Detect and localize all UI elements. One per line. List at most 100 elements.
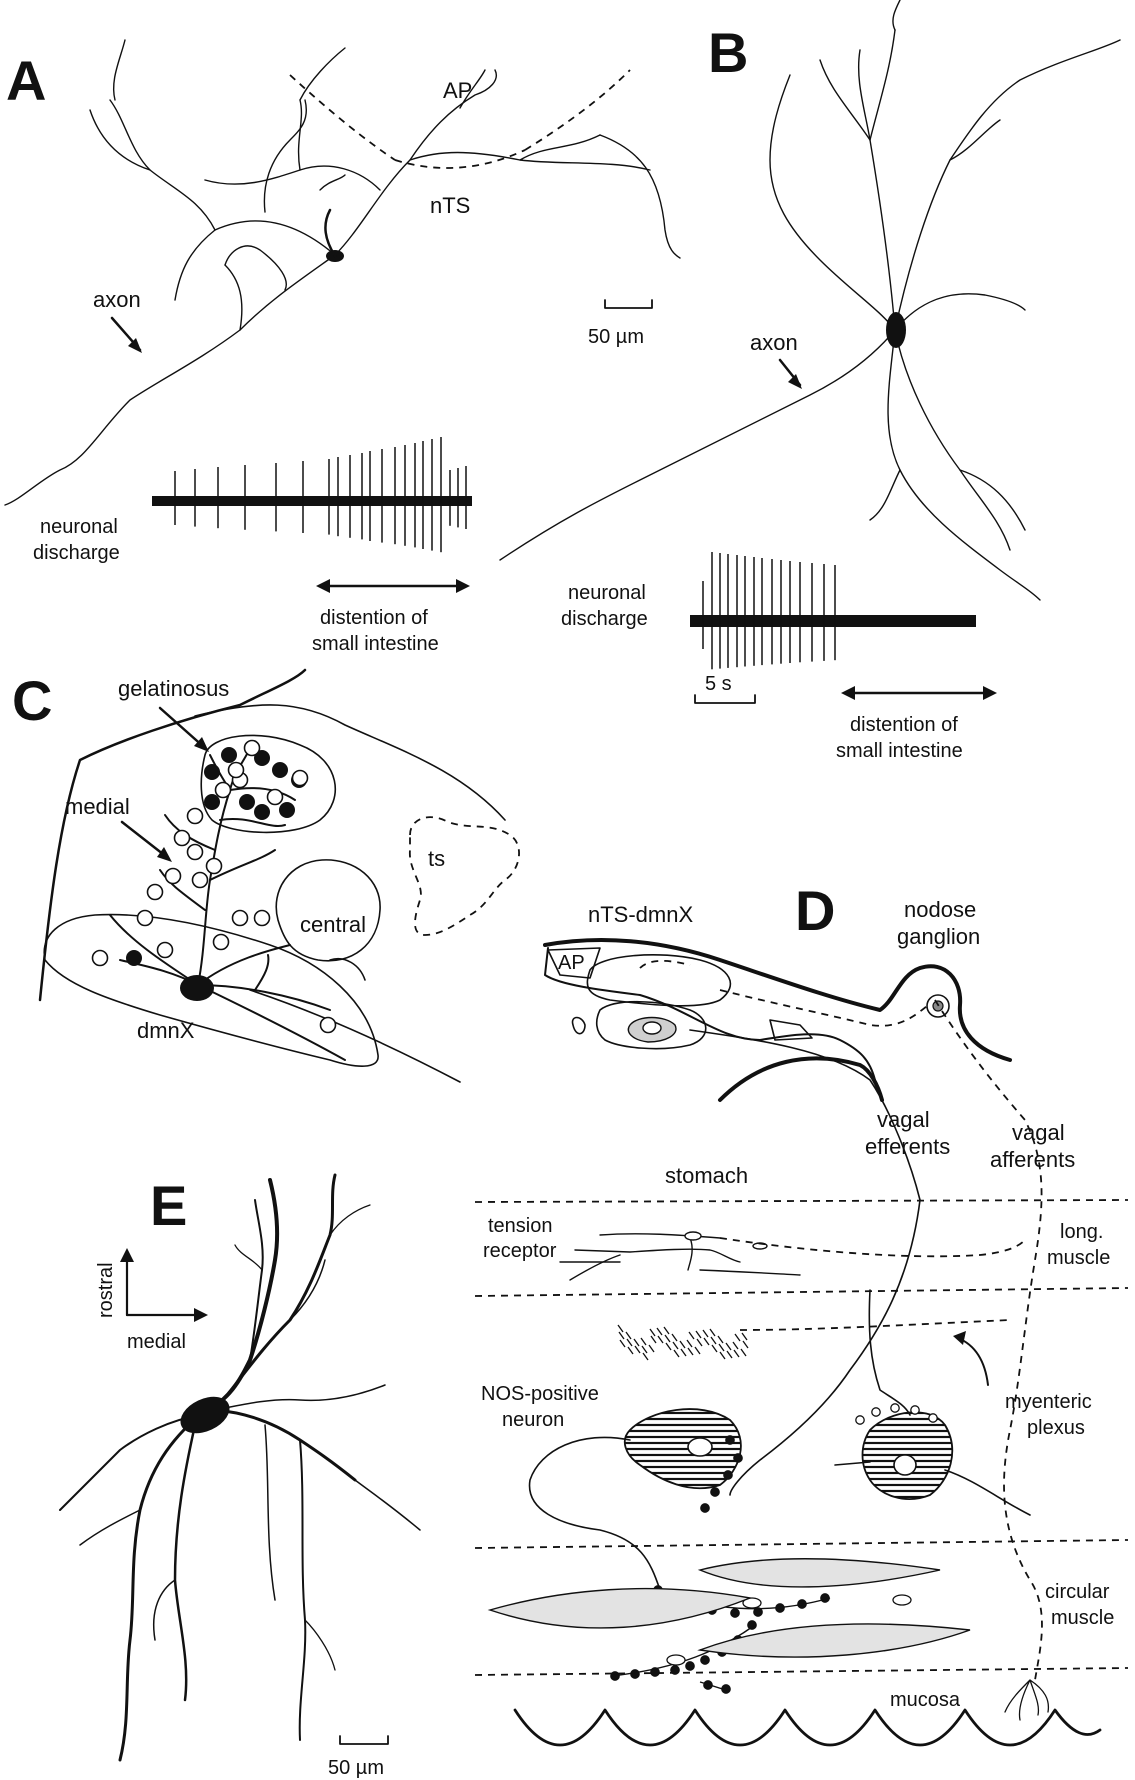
neuron-b-soma (886, 312, 906, 348)
varicosity (911, 1406, 919, 1414)
distention-arrowhead-a-right (456, 579, 470, 593)
stipple-mark (649, 1345, 654, 1352)
mucosal-afferent-ending (1005, 1680, 1048, 1720)
unlabeled-terminal (233, 911, 248, 926)
ap-boundary-right (525, 70, 630, 150)
long-muscle-label-1: long. (1060, 1221, 1103, 1243)
labeled-terminal (254, 804, 270, 820)
varicosity (671, 1666, 679, 1674)
stipple-mark (687, 1340, 692, 1347)
stipple-mark (643, 1353, 648, 1360)
unlabeled-terminal (188, 809, 203, 824)
stipple-mark (712, 1345, 717, 1352)
stomach-label: stomach (665, 1163, 748, 1188)
stipple-mark (742, 1333, 747, 1340)
stipple-mark (680, 1341, 685, 1348)
unlabeled-terminal (158, 943, 173, 958)
distention-label-b-2: small intestine (836, 740, 963, 762)
stipple-mark (665, 1335, 670, 1342)
varicosity (929, 1414, 937, 1422)
stipple-mark (688, 1348, 693, 1355)
medial-label-c: medial (65, 794, 130, 819)
stipple-mark (743, 1341, 748, 1348)
stipple-mark (650, 1329, 655, 1336)
unlabeled-terminal (93, 951, 108, 966)
stipple-mark (726, 1343, 731, 1350)
unlabeled-terminal (229, 763, 244, 778)
stipple-mark (628, 1347, 633, 1354)
ap-label: AP (443, 78, 472, 103)
time-scale-bar-b (695, 695, 755, 703)
varicosity (686, 1662, 694, 1670)
tension-receptor-label-2: receptor (483, 1240, 557, 1262)
unlabeled-terminal (193, 873, 208, 888)
panel-b: B axon neuronal discharge 5 s (500, 0, 1120, 762)
vagal-afferents-label-1: vagal (1012, 1120, 1065, 1145)
panel-c: C gelatinosus medial (12, 669, 519, 1082)
tension-receptor-ending-1 (685, 1232, 701, 1240)
nodose-label-2: ganglion (897, 924, 980, 949)
vagal-afferent-fiber (935, 1000, 1042, 1680)
circular-muscle-label-1: circular (1045, 1581, 1110, 1603)
varicosity (891, 1404, 899, 1412)
unlabeled-terminal (216, 783, 231, 798)
stipple-mark (741, 1349, 746, 1356)
layer-line-4 (475, 1668, 1128, 1675)
tension-receptor-endings (560, 1234, 800, 1280)
labeled-terminal (279, 802, 295, 818)
vagal-afferents-label-2: afferents (990, 1147, 1075, 1172)
labeled-terminal (272, 762, 288, 778)
stipple-mark (627, 1339, 632, 1346)
distention-label-b-1: distention of (850, 714, 958, 736)
labeled-terminals (93, 741, 336, 1033)
distention-arrowhead-b-right (983, 686, 997, 700)
stipple-mark (710, 1329, 715, 1336)
medial-arrowhead (194, 1308, 208, 1322)
unlabeled-terminal (188, 845, 203, 860)
medial-arrowhead (157, 847, 172, 862)
labeled-terminal (126, 950, 142, 966)
varicosity (872, 1408, 880, 1416)
dmnx-inner (643, 1022, 661, 1034)
rostral-arrowhead (120, 1248, 134, 1262)
ap-label-d: AP (558, 952, 585, 974)
ventral-line (250, 990, 460, 1082)
stipple-mark (696, 1331, 701, 1338)
myenteric-label-2: plexus (1027, 1417, 1085, 1439)
myenteric-afferent-branch (740, 1320, 1010, 1330)
nts-label: nTS (430, 193, 470, 218)
rostral-label: rostral (95, 1262, 117, 1318)
panel-e-letter: E (150, 1174, 187, 1237)
discharge-label-a-2: discharge (33, 542, 120, 564)
distention-label-a-2: small intestine (312, 633, 439, 655)
vagal-efferents-label-2: efferents (865, 1134, 950, 1159)
stipple-mark (720, 1352, 725, 1359)
panel-a: A AP nTS axon (5, 40, 680, 655)
stipple-mark (664, 1327, 669, 1334)
panel-a-letter: A (6, 49, 46, 112)
tractus-solitarius-outline (410, 817, 519, 935)
unlabeled-terminal (268, 790, 283, 805)
panel-c-letter: C (12, 669, 52, 732)
nodose-label-1: nodose (904, 897, 976, 922)
mucosa-label: mucosa (890, 1689, 961, 1711)
stipple-mark (733, 1342, 738, 1349)
neuron-b-tracing (500, 0, 1120, 600)
small-nucleus (573, 1018, 585, 1034)
distention-label-a-1: distention of (320, 607, 428, 629)
labeled-terminal (204, 764, 220, 780)
stipple-mark (651, 1336, 656, 1343)
unlabeled-terminal (148, 885, 163, 900)
stipple-mark (658, 1336, 663, 1343)
nts-dmnx-label: nTS-dmnX (588, 902, 693, 927)
nos-neuron-label-2: neuron (502, 1409, 564, 1431)
labeled-terminal (221, 747, 237, 763)
ts-label: ts (428, 846, 445, 871)
panel-d: D nTS-dmnX nodose ganglion AP vagal effe… (475, 879, 1128, 1745)
brainstem-ventral-border (720, 1058, 882, 1100)
scale-bar-a (605, 300, 652, 308)
unlabeled-terminal (138, 911, 153, 926)
stipple-mark (719, 1344, 724, 1351)
myenteric-label-1: myenteric (1005, 1391, 1092, 1413)
unlabeled-terminal (175, 831, 190, 846)
